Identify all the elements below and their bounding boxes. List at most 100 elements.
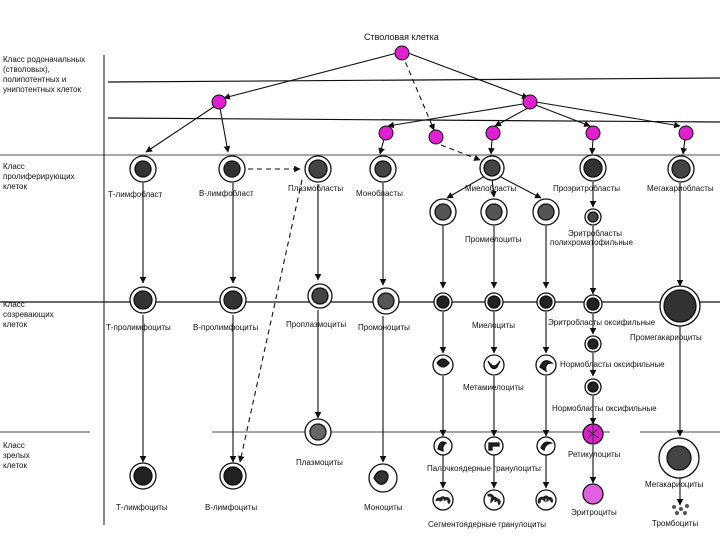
cell-nucleus	[434, 203, 452, 221]
t-lymphocytes-label: Т-лимфоциты	[116, 503, 168, 512]
segmented-granulocytes-label: Сегментоядерные гранулоциты	[428, 520, 546, 529]
class-mature-line: Класс	[3, 441, 25, 450]
erythrocytes-label: Эритроциты	[571, 508, 617, 517]
cell-nucleus	[436, 295, 450, 309]
cell-nucleus	[133, 290, 153, 310]
cell-nucleus	[311, 287, 329, 305]
cell-nucleus	[223, 290, 243, 310]
megakaryoblasts-label: Мегакариобласты	[647, 184, 714, 193]
cell-nucleus	[487, 360, 501, 370]
proplasmocytes-label: Проплазмоциты	[286, 320, 346, 329]
promonocytes-label: Промоноциты	[358, 323, 410, 332]
unipotent-cell	[585, 125, 601, 141]
monocytes-label: Моноциты	[364, 503, 403, 512]
cell-nucleus	[539, 360, 554, 373]
class-stem-label: Класс родоначальных(стволовых),полипотен…	[3, 55, 85, 94]
class-proliferating-line: пролиферирующих	[3, 172, 75, 181]
unipotent-cell	[428, 129, 444, 145]
thrombocyte	[683, 511, 687, 515]
cell-nucleus	[537, 495, 554, 505]
cell-nucleus	[587, 338, 599, 350]
cell-nucleus	[223, 466, 243, 486]
class-proliferating-line: Класс	[3, 162, 25, 171]
unipotent-cell	[678, 125, 694, 141]
class-mature-line: зрелых	[3, 451, 30, 460]
segmented-granulocyte-cell	[432, 489, 454, 511]
cell-nucleus	[309, 423, 327, 441]
normoblasts-oxy-1-label: Нормобласты оксифильные	[560, 360, 665, 369]
cell-nucleus	[133, 466, 153, 486]
stem-cell	[394, 45, 410, 61]
cells	[129, 154, 701, 511]
cell-nucleus	[486, 493, 501, 506]
proerythroblasts-label: Проэритробласты	[553, 184, 620, 193]
b-prolymphocytes-label: В-пролимфоциты	[193, 323, 258, 332]
cell-nucleus	[377, 292, 395, 310]
unipotent-cell	[485, 125, 501, 141]
cell-labels: Стволовая клетка Т-лимфобласт В-лимфобла…	[106, 32, 714, 529]
cell-nucleus	[540, 441, 554, 452]
class-proliferating-line: клеток	[3, 182, 27, 191]
class-stem-line: (стволовых),	[3, 65, 50, 74]
segmented-granulocyte-cell	[483, 489, 505, 511]
segmented-granulocyte-cell	[535, 489, 557, 511]
thrombocytes	[672, 504, 689, 515]
cell-nucleus	[485, 203, 503, 221]
cell-nucleus	[537, 203, 555, 221]
cell-nucleus	[488, 442, 500, 451]
unipotent-cell	[378, 125, 394, 141]
cell-nucleus	[436, 358, 450, 368]
cell-nucleus	[374, 160, 392, 178]
cell-nucleus	[587, 211, 599, 223]
class-stem-line: Класс родоначальных	[3, 55, 85, 64]
reticulocyte-mesh	[586, 425, 600, 443]
cell-nucleus	[435, 496, 451, 505]
normoblasts-oxy-2-label: Нормобласты оксифильные	[552, 404, 657, 413]
thrombocyte	[685, 504, 689, 508]
erythroblasts-poly-line: Эритробласты	[568, 229, 622, 238]
cell-nucleus	[539, 295, 553, 309]
b-lymphocytes-label: В-лимфоциты	[205, 503, 257, 512]
thrombocyte	[679, 507, 683, 511]
cell-nucleus	[671, 159, 691, 179]
stem-cells	[211, 45, 694, 145]
progenitor-cell-myeloid	[522, 94, 538, 110]
thrombocyte	[675, 511, 679, 515]
cell-nucleus	[223, 160, 241, 178]
metamyelocytes-label: Метамиелоциты	[463, 383, 524, 392]
myeloblasts-label: Миелобласты	[465, 184, 517, 193]
connectors	[139, 52, 688, 506]
stem-cell-title: Стволовая клетка	[364, 32, 439, 42]
thrombocyte	[672, 505, 676, 509]
cell-nucleus	[663, 289, 697, 323]
erythroblasts-oxy-label: Эритробласты оксифильные	[548, 318, 656, 327]
class-maturing-line: Класс	[3, 300, 25, 309]
band-granulocytes-label: Палочкоядерные гранулоциты	[427, 464, 541, 473]
cell-nucleus	[437, 441, 448, 453]
plasmocytes-label: Плазмоциты	[296, 458, 343, 467]
cell-nucleus	[483, 159, 501, 177]
promyelocytes-label: Промиелоциты	[465, 235, 522, 244]
class-mature-line: клеток	[3, 461, 27, 470]
cell-nucleus	[583, 158, 603, 178]
plasmoblasts-label: Плазмобласты	[288, 184, 343, 193]
cell-nucleus	[666, 445, 692, 471]
erythroblasts-poly-line: полихроматофильные	[550, 238, 633, 247]
megakaryocytes-label: Мегакариоциты	[645, 480, 704, 489]
t-lymphoblast-label: Т-лимфобласт	[108, 190, 163, 199]
monoblasts-label: Монобласты	[356, 189, 403, 198]
cell-nucleus	[487, 295, 501, 309]
cell-nucleus	[586, 297, 600, 311]
cell-nucleus	[134, 160, 152, 178]
class-maturing-line: клеток	[3, 320, 27, 329]
reticulocytes-label: Ретикулоциты	[568, 450, 621, 459]
cell-nucleus	[308, 159, 328, 179]
erythrocyte-cell	[582, 483, 604, 505]
thrombocytes-label: Тромбоциты	[652, 519, 698, 528]
metamyelocyte-cell	[483, 354, 505, 376]
